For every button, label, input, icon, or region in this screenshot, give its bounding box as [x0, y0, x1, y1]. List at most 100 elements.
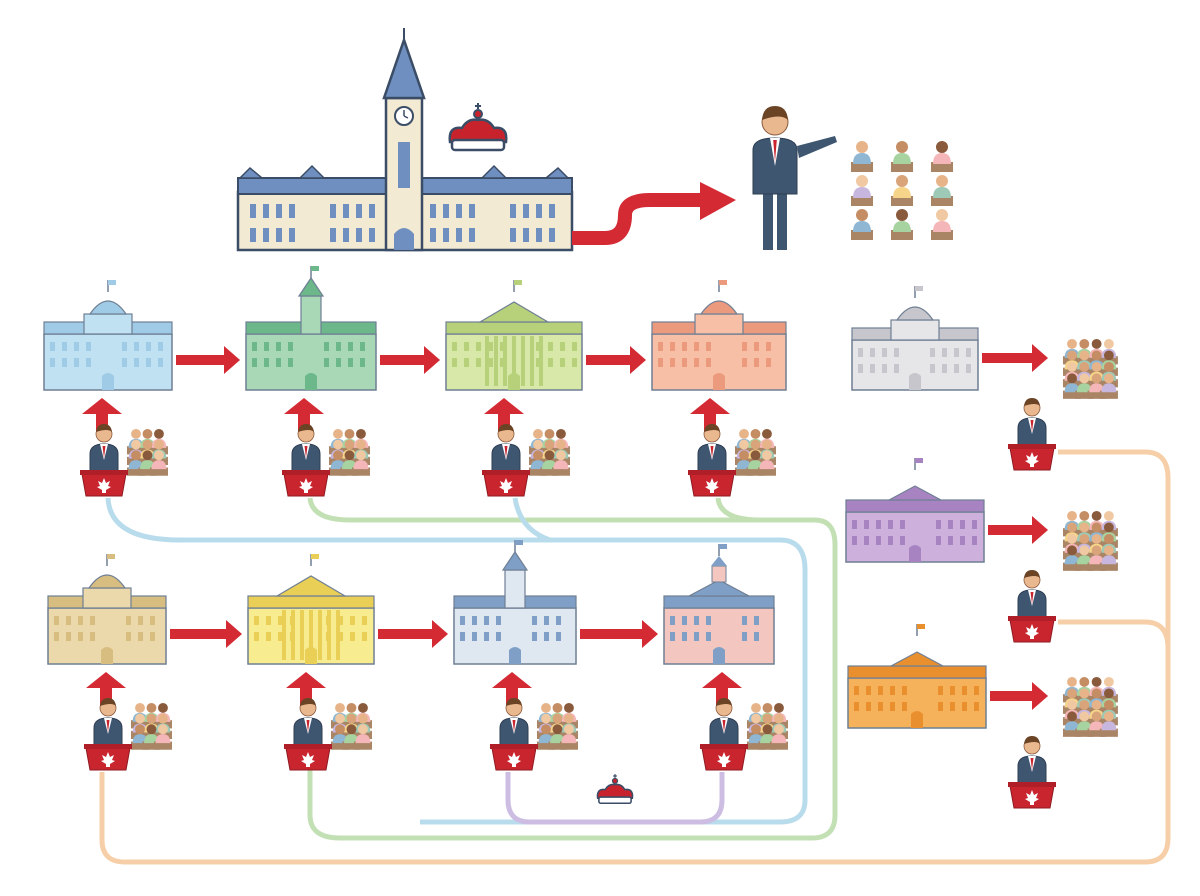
audience-head [1103, 338, 1114, 349]
audience-head [1079, 699, 1090, 710]
audience-person [933, 153, 951, 164]
audience-head [158, 713, 168, 724]
audience-seat [1087, 717, 1106, 726]
province-p3 [445, 280, 646, 497]
audience-head [1091, 510, 1102, 521]
audience-person [1089, 383, 1104, 393]
audience-head [1103, 711, 1114, 722]
audience-head [1079, 522, 1090, 533]
audience-seat [149, 467, 168, 476]
parliament-windows [250, 204, 555, 242]
audience-head [1091, 676, 1102, 687]
parliament-window [549, 204, 555, 218]
audience-person [538, 734, 554, 744]
audience-head [1091, 361, 1102, 372]
audience-head [1067, 522, 1077, 533]
audience-head [1103, 522, 1114, 533]
audience-head [544, 439, 555, 450]
parliament-window [330, 228, 336, 242]
audience-head [154, 428, 164, 439]
audience-head [358, 713, 368, 724]
audience-person [530, 460, 546, 470]
flag-icon [311, 554, 319, 559]
audience-group [746, 702, 788, 750]
parliament-window [536, 228, 542, 242]
audience-head [1103, 361, 1114, 372]
audience-head [739, 439, 749, 450]
audience-seat [1062, 705, 1082, 714]
audience-seat [1099, 705, 1118, 714]
audience-seat [1099, 562, 1118, 571]
audience-seat [1062, 539, 1082, 548]
flag-icon [514, 280, 522, 285]
audience-seat [330, 741, 350, 750]
audience-seat [528, 467, 548, 476]
audience-head [774, 713, 784, 724]
legislature-building-icon [453, 540, 577, 665]
audience-head [1067, 711, 1077, 722]
flow-arrow [378, 620, 448, 648]
audience-seat [931, 162, 953, 172]
audience-seat [153, 741, 172, 750]
audience-head [544, 450, 555, 461]
audience-seat [1099, 356, 1118, 365]
parliament-window [510, 204, 516, 218]
audience-seat [559, 741, 578, 750]
audience-head [751, 702, 761, 713]
audience-seat [1087, 356, 1106, 365]
audience-head [1079, 338, 1090, 349]
territories-group [845, 286, 1118, 809]
audience-head [1091, 350, 1102, 361]
audience-head [344, 450, 355, 461]
audience-seat [130, 741, 150, 750]
audience-person [1064, 383, 1080, 393]
audience-head [541, 702, 551, 713]
audience-head [142, 439, 153, 450]
audience-seat [758, 741, 777, 750]
parliament-window [343, 228, 349, 242]
audience-seat [1075, 562, 1094, 571]
audience-group [328, 428, 370, 476]
legislature-building-icon [245, 266, 377, 391]
audience-seat [734, 467, 754, 476]
flow-arrow [176, 346, 240, 374]
audience-person [893, 187, 911, 198]
audience-head [335, 702, 345, 713]
audience-head [762, 713, 773, 724]
audience-seat [1087, 390, 1106, 399]
audience-seat [351, 467, 370, 476]
audience-seat [342, 741, 361, 750]
audience-head [1067, 688, 1077, 699]
audience-seat [1075, 705, 1094, 714]
audience-head [333, 439, 343, 450]
audience-head [552, 702, 563, 713]
audience-seat [1099, 551, 1118, 560]
audience-person [144, 734, 159, 744]
audience-seat [851, 162, 873, 172]
audience-head [936, 175, 948, 187]
audience-seat [126, 467, 146, 476]
audience-person [893, 153, 911, 164]
audience-seat [1075, 379, 1094, 388]
legislature-building-icon [43, 280, 173, 391]
connector-lines [99, 449, 1171, 865]
province-p8 [663, 544, 788, 771]
audience-seat [1087, 539, 1106, 548]
legislature-building-icon [445, 280, 583, 391]
audience-seat [746, 741, 766, 750]
audience-group [851, 141, 953, 240]
audience-head [751, 713, 761, 724]
flow-arrow [990, 682, 1048, 710]
audience-person [893, 221, 911, 232]
audience-head [1103, 545, 1114, 556]
parliament-window [250, 204, 256, 218]
audience-group [1062, 510, 1118, 571]
flag-icon [107, 554, 115, 559]
province-p1 [43, 280, 240, 497]
parliament-window [469, 204, 475, 218]
audience-seat [328, 467, 348, 476]
parliament-window [369, 204, 375, 218]
audience-person [151, 460, 167, 470]
audience-head [1079, 711, 1090, 722]
audience-seat [1099, 390, 1118, 399]
